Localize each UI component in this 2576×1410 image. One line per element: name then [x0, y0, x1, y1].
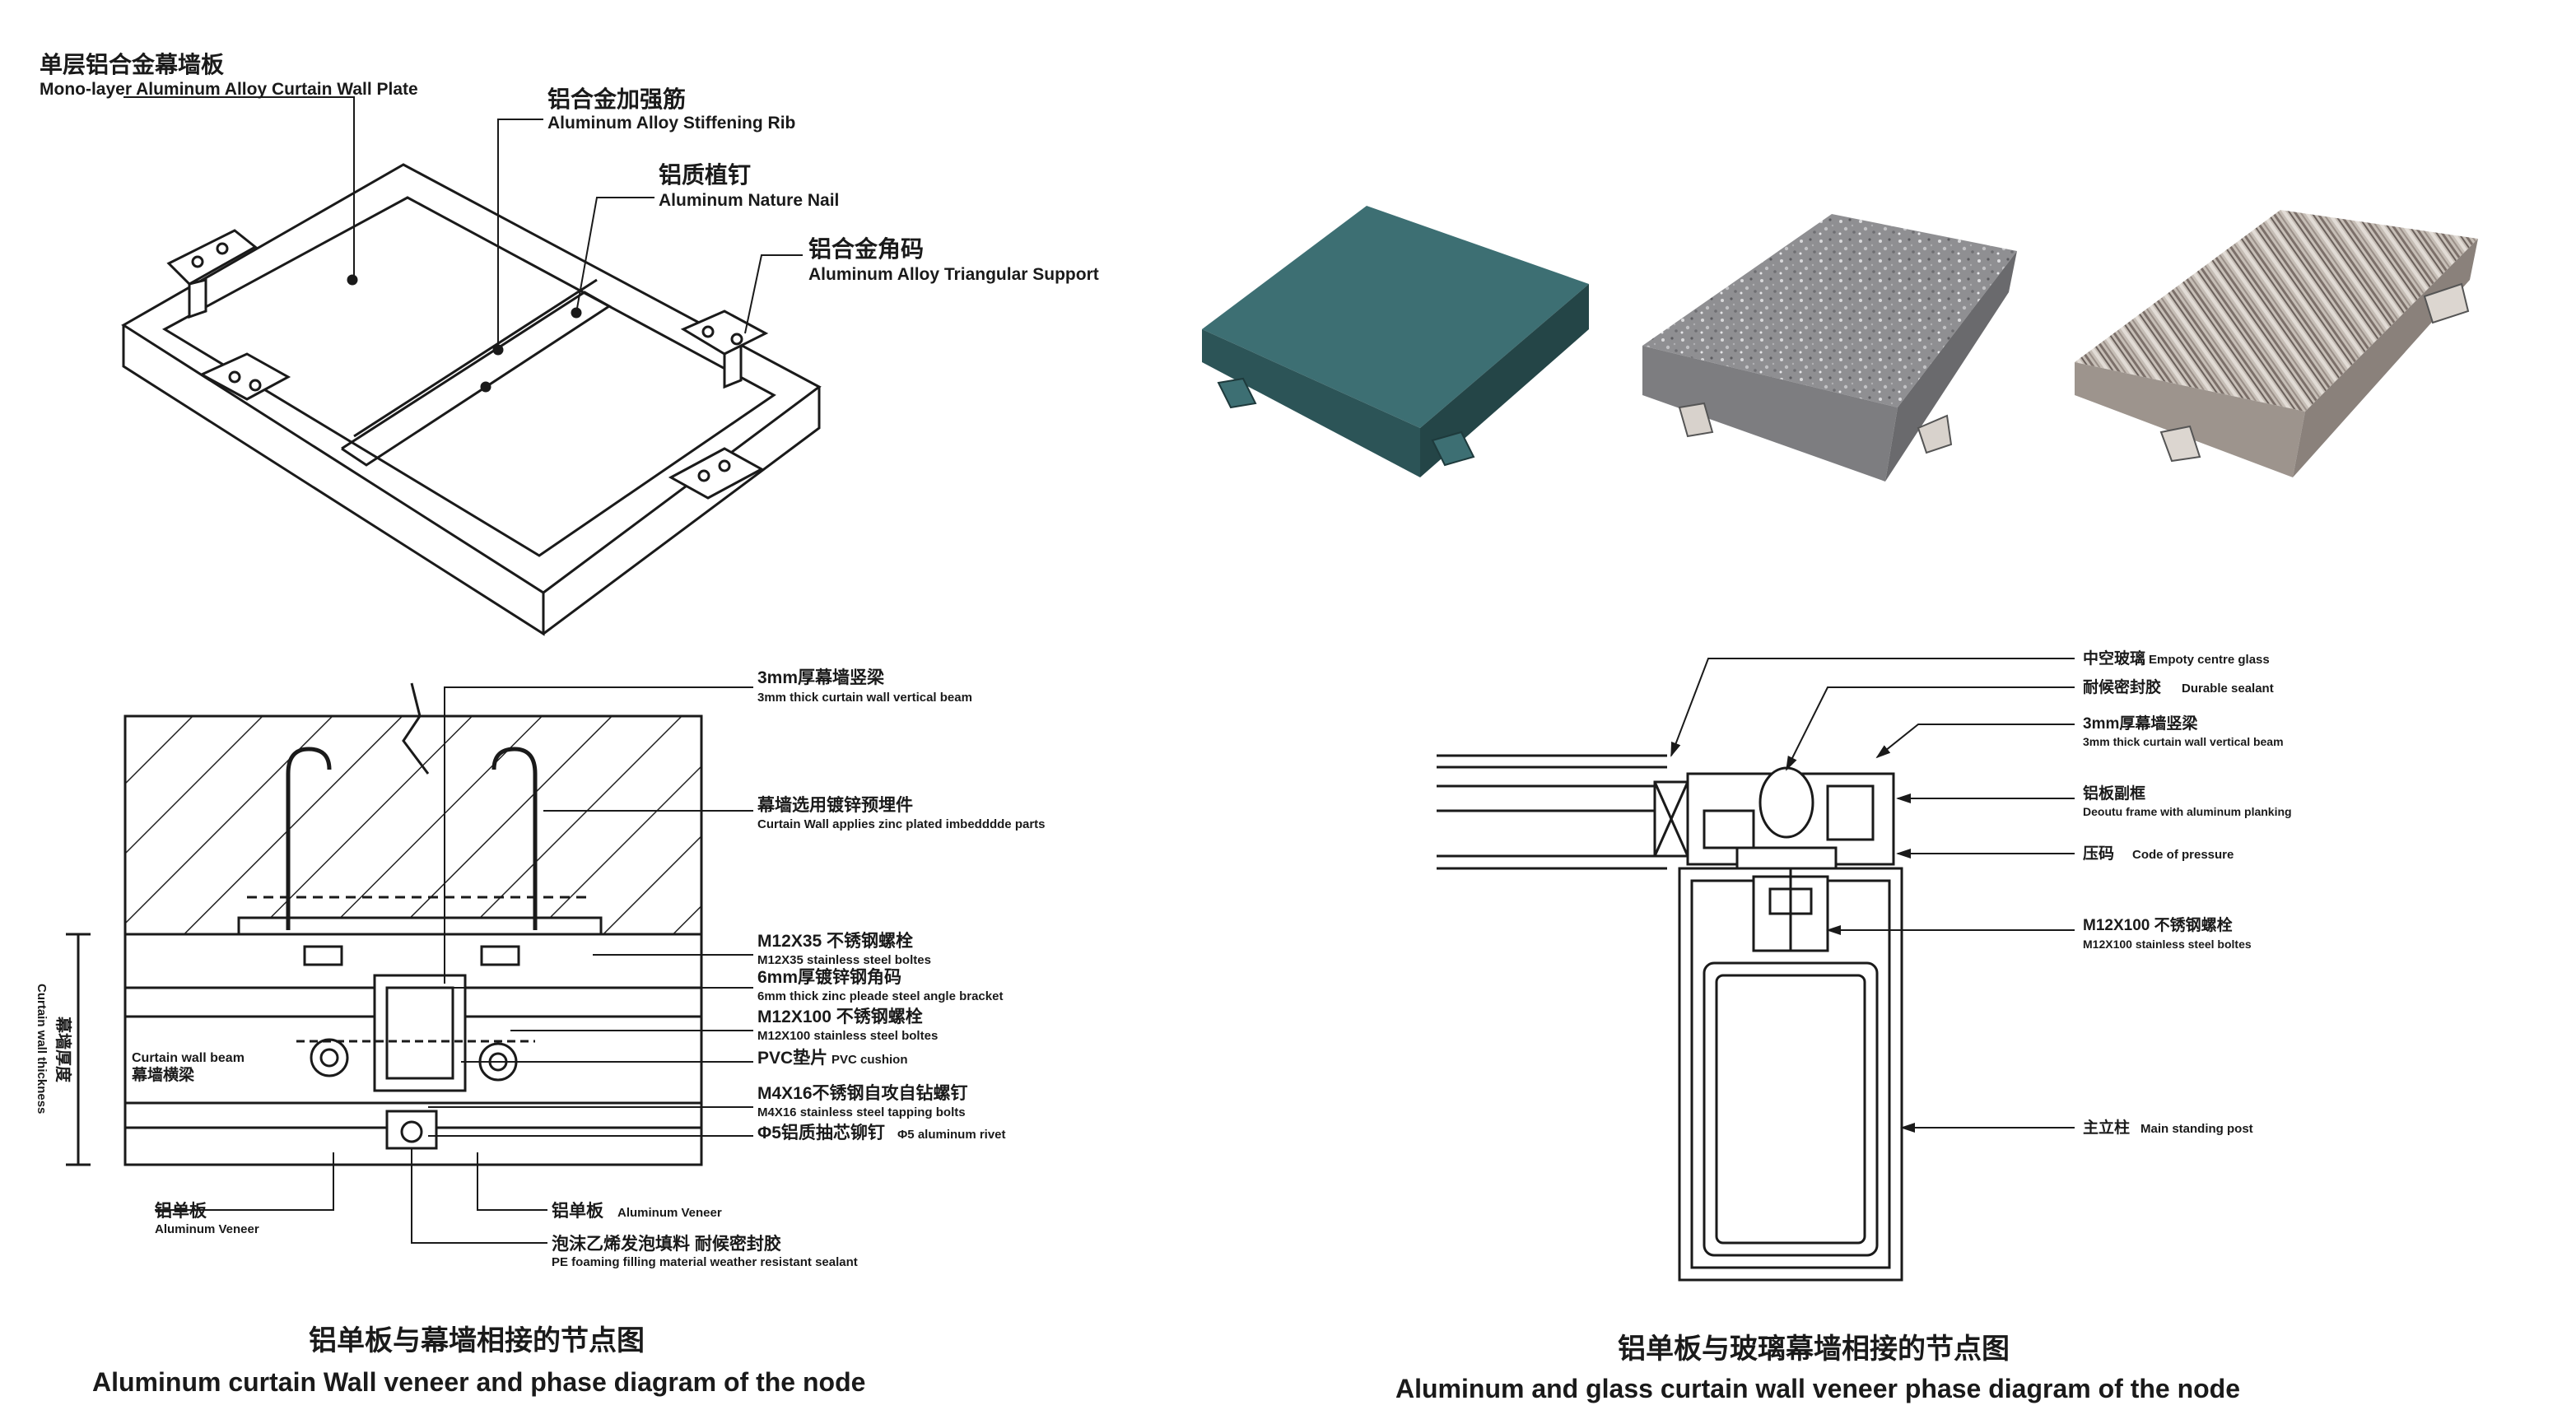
nail-dot — [347, 274, 358, 286]
svg-text:幕墙横梁: 幕墙横梁 — [131, 1065, 195, 1084]
svg-text:耐候密封胶: 耐候密封胶 — [2083, 677, 2161, 696]
svg-text:M12X100 不锈钢螺栓: M12X100 不锈钢螺栓 — [757, 1007, 923, 1026]
bl-leaders — [155, 686, 753, 1244]
svg-text:铝质植钉: 铝质植钉 — [659, 161, 751, 188]
panel-frame-inner — [161, 196, 776, 557]
svg-text:幕墙选用镀锌预埋件: 幕墙选用镀锌预埋件 — [757, 795, 913, 815]
svg-text:PVC垫片: PVC垫片 — [757, 1048, 827, 1068]
bl-label-5: M12X100 不锈钢螺栓 M12X100 stainless steel bo… — [757, 1007, 938, 1043]
bl-beam-label: Curtain wall beam 幕墙横梁 — [131, 1051, 245, 1084]
bl-dimension-label: 幕墙厚度 Curtain wall thickness — [35, 984, 73, 1114]
bl-section — [66, 682, 703, 1166]
panel-frame-thickness-right — [543, 387, 821, 635]
svg-text:3mm thick curtain wall vertica: 3mm thick curtain wall vertical beam — [2083, 735, 2284, 748]
svg-text:Mono-layer Aluminum Alloy Curt: Mono-layer Aluminum Alloy Curtain Wall P… — [40, 80, 418, 99]
svg-text:M12X35 stainless steel boltes: M12X35 stainless steel boltes — [757, 953, 931, 967]
br-caption-cn: 铝单板与玻璃幕墙相接的节点图 — [1618, 1333, 2010, 1365]
svg-text:PVC cushion: PVC cushion — [831, 1053, 908, 1067]
svg-text:Deoutu frame with aluminum pla: Deoutu frame with aluminum planking — [2083, 805, 2292, 818]
svg-text:Code of pressure: Code of pressure — [2132, 848, 2234, 862]
svg-text:M12X100 不锈钢螺栓: M12X100 不锈钢螺栓 — [2083, 915, 2233, 934]
bl-caption-cn: 铝单板与幕墙相接的节点图 — [309, 1325, 645, 1356]
svg-text:主立柱: 主立柱 — [2083, 1118, 2130, 1137]
br-label-6: M12X100 不锈钢螺栓 M12X100 stainless steel bo… — [2083, 915, 2252, 951]
bl-caption-en: Aluminum curtain Wall veneer and phase d… — [92, 1367, 865, 1397]
svg-text:Curtain Wall applies zinc plat: Curtain Wall applies zinc plated imbeddd… — [757, 817, 1046, 831]
bl-label-11: 泡沫乙烯发泡填料 耐候密封胶 PE foaming filling materi… — [552, 1234, 858, 1269]
svg-text:Aluminum Alloy Stiffening Rib: Aluminum Alloy Stiffening Rib — [547, 114, 795, 133]
panel-sample-stripe — [2075, 210, 2478, 477]
br-label-4: 铝板副框 Deoutu frame with aluminum planking — [2083, 784, 2292, 818]
svg-text:Aluminum Veneer: Aluminum Veneer — [617, 1206, 722, 1220]
br-caption-en: Aluminum and glass curtain wall veneer p… — [1395, 1374, 2240, 1403]
br-label-5: 压码 Code of pressure — [2083, 845, 2234, 863]
isometric-panel-drawing — [121, 163, 822, 636]
svg-text:泡沫乙烯发泡填料 耐候密封胶: 泡沫乙烯发泡填料 耐候密封胶 — [552, 1234, 781, 1254]
svg-text:3mm厚幕墙竖梁: 3mm厚幕墙竖梁 — [757, 668, 885, 687]
svg-text:铝单板: 铝单板 — [552, 1201, 604, 1221]
svg-text:M12X35 不锈钢螺栓: M12X35 不锈钢螺栓 — [757, 931, 913, 951]
svg-text:Main standing post: Main standing post — [2140, 1122, 2253, 1136]
bl-label-6: PVC垫片 PVC cushion — [757, 1048, 908, 1068]
svg-text:Durable sealant: Durable sealant — [2182, 682, 2274, 696]
iso-leaders — [123, 96, 803, 350]
br-leaders — [1670, 658, 2075, 1133]
svg-text:铝板副框: 铝板副框 — [2083, 784, 2145, 803]
stiffening-rib-edge — [353, 278, 598, 438]
svg-text:铝合金角码: 铝合金角码 — [808, 235, 924, 262]
br-section — [1437, 754, 1903, 1282]
corner-bracket-3 — [198, 352, 291, 401]
bl-label-1: 3mm厚幕墙竖梁 3mm thick curtain wall vertical… — [757, 668, 972, 705]
panel-frame-thickness — [122, 325, 545, 636]
iso-callout-3: 铝质植钉 Aluminum Nature Nail — [659, 161, 839, 210]
svg-text:PE foaming filling material we: PE foaming filling material weather resi… — [552, 1255, 858, 1269]
svg-text:Aluminum Alloy Triangular Supp: Aluminum Alloy Triangular Support — [808, 265, 1099, 284]
svg-text:Curtain wall thickness: Curtain wall thickness — [35, 984, 49, 1114]
bl-label-2: 幕墙选用镀锌预埋件 Curtain Wall applies zinc plat… — [757, 795, 1046, 831]
svg-text:单层铝合金幕墙板: 单层铝合金幕墙板 — [40, 51, 224, 77]
svg-text:铝单板: 铝单板 — [155, 1201, 207, 1221]
bl-label-9: 铝单板 Aluminum Veneer — [155, 1201, 259, 1236]
bl-label-7: M4X16不锈钢自攻自钻螺钉 M4X16 stainless steel tap… — [757, 1083, 968, 1119]
iso-callout-4: 铝合金角码 Aluminum Alloy Triangular Support — [808, 235, 1099, 284]
svg-text:3mm thick curtain wall vertica: 3mm thick curtain wall vertical beam — [757, 691, 972, 705]
svg-text:Curtain wall beam: Curtain wall beam — [132, 1051, 245, 1065]
nail-dot — [480, 381, 491, 393]
svg-text:M4X16 stainless steel tapping: M4X16 stainless steel tapping bolts — [757, 1105, 966, 1119]
svg-text:3mm厚幕墙竖梁: 3mm厚幕墙竖梁 — [2083, 714, 2198, 733]
panel-sample-granite — [1642, 214, 2017, 482]
br-label-3: 3mm厚幕墙竖梁 3mm thick curtain wall vertical… — [2083, 714, 2284, 748]
svg-text:幕墙厚度: 幕墙厚度 — [54, 1016, 73, 1083]
br-label-7: 主立柱 Main standing post — [2083, 1118, 2253, 1137]
svg-text:6mm厚镀锌钢角码: 6mm厚镀锌钢角码 — [757, 967, 901, 987]
svg-text:Empoty centre glass: Empoty centre glass — [2149, 653, 2270, 667]
iso-callout-1: 单层铝合金幕墙板 Mono-layer Aluminum Alloy Curta… — [40, 51, 418, 99]
panel-sample-teal — [1202, 206, 1589, 477]
svg-text:压码: 压码 — [2083, 845, 2114, 863]
bl-label-4: 6mm厚镀锌钢角码 6mm thick zinc pleade steel an… — [757, 967, 1003, 1003]
svg-text:Aluminum Veneer: Aluminum Veneer — [155, 1222, 259, 1236]
svg-text:Φ5铝质抽芯铆钉: Φ5铝质抽芯铆钉 — [757, 1123, 885, 1142]
corner-bracket-4 — [668, 447, 765, 500]
svg-text:中空玻璃: 中空玻璃 — [2083, 649, 2145, 668]
bl-label-10: 铝单板 Aluminum Veneer — [552, 1201, 722, 1221]
corner-bracket-2 — [680, 309, 769, 389]
svg-text:M12X100 stainless steel boltes: M12X100 stainless steel boltes — [2083, 938, 2252, 951]
svg-text:6mm thick zinc pleade steel an: 6mm thick zinc pleade steel angle bracke… — [757, 989, 1003, 1003]
stiffening-rib — [341, 291, 612, 467]
svg-text:M12X100 stainless steel boltes: M12X100 stainless steel boltes — [757, 1029, 938, 1043]
svg-text:铝合金加强筋: 铝合金加强筋 — [547, 86, 686, 112]
br-label-2: 耐候密封胶 Durable sealant — [2083, 677, 2274, 696]
corner-bracket-1 — [166, 229, 258, 319]
bl-label-3: M12X35 不锈钢螺栓 M12X35 stainless steel bolt… — [757, 931, 931, 967]
svg-text:Aluminum Nature Nail: Aluminum Nature Nail — [659, 191, 839, 210]
svg-text:M4X16不锈钢自攻自钻螺钉: M4X16不锈钢自攻自钻螺钉 — [757, 1083, 968, 1103]
br-label-1: 中空玻璃 Empoty centre glass — [2083, 649, 2270, 668]
iso-callout-2: 铝合金加强筋 Aluminum Alloy Stiffening Rib — [547, 86, 795, 133]
bl-label-8: Φ5铝质抽芯铆钉 Φ5 aluminum rivet — [757, 1123, 1006, 1142]
svg-text:Φ5 aluminum rivet: Φ5 aluminum rivet — [897, 1128, 1006, 1142]
